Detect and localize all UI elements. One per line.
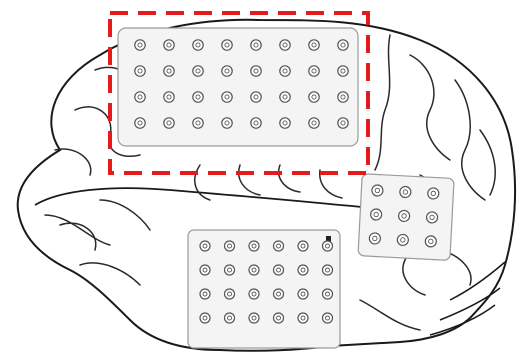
electrode-contact	[164, 66, 174, 76]
electrode-contact	[338, 118, 348, 128]
grid-panel	[118, 28, 358, 146]
electrode-contact	[298, 289, 308, 299]
electrode-contact	[323, 313, 333, 323]
electrode-contact	[135, 66, 145, 76]
electrode-contact	[309, 118, 319, 128]
electrode-contact	[251, 66, 261, 76]
electrode-contact	[372, 185, 384, 197]
electrode-contact	[323, 265, 333, 275]
electrode-contact	[249, 241, 259, 251]
electrode-contact	[193, 66, 203, 76]
electrode-contact	[280, 40, 290, 50]
electrode-contact	[222, 118, 232, 128]
electrode-contact	[370, 209, 382, 221]
electrode-contact	[222, 66, 232, 76]
electrode-contact	[400, 186, 412, 198]
electrode-contact	[251, 40, 261, 50]
electrode-contact	[338, 40, 348, 50]
electrode-contact	[280, 118, 290, 128]
electrode-contact	[200, 289, 210, 299]
electrode-contact	[225, 265, 235, 275]
electrode-contact	[225, 313, 235, 323]
grid-panel	[188, 230, 340, 348]
electrode-grid-frontal-parietal	[118, 28, 358, 146]
electrode-contact	[397, 234, 409, 246]
electrode-contact	[193, 92, 203, 102]
electrode-contact	[251, 118, 261, 128]
electrode-grid-temporal	[188, 230, 340, 348]
electrode-contact	[280, 92, 290, 102]
electrode-contact	[200, 241, 210, 251]
electrode-contact	[249, 265, 259, 275]
electrode-contact	[280, 66, 290, 76]
electrode-contact	[298, 265, 308, 275]
electrode-contact	[249, 313, 259, 323]
electrode-contact	[164, 92, 174, 102]
electrode-contact	[338, 66, 348, 76]
electrode-contact	[309, 66, 319, 76]
electrode-contact	[200, 265, 210, 275]
electrode-contact	[323, 289, 333, 299]
electrode-contact	[425, 236, 437, 248]
electrode-contact	[135, 40, 145, 50]
electrode-contact	[193, 40, 203, 50]
electrode-contact	[309, 92, 319, 102]
electrode-contact	[323, 241, 333, 251]
electrode-contact	[135, 92, 145, 102]
electrode-contact	[274, 265, 284, 275]
electrode-contact	[298, 241, 308, 251]
electrode-contact	[298, 313, 308, 323]
electrode-contact	[274, 289, 284, 299]
electrode-contact	[222, 92, 232, 102]
electrode-contact	[274, 313, 284, 323]
electrode-contact	[225, 241, 235, 251]
electrode-contact	[274, 241, 284, 251]
electrode-contact	[249, 289, 259, 299]
electrode-grid-posterior	[358, 174, 454, 261]
electrode-contact	[164, 40, 174, 50]
electrode-contact	[164, 118, 174, 128]
electrode-contact	[200, 313, 210, 323]
electrode-contact	[135, 118, 145, 128]
electrode-contact	[251, 92, 261, 102]
electrode-contact	[338, 92, 348, 102]
electrode-contact	[309, 40, 319, 50]
electrode-contact	[225, 289, 235, 299]
electrode-contact	[222, 40, 232, 50]
electrode-contact	[398, 210, 410, 222]
electrode-contact	[426, 212, 438, 224]
electrode-contact	[193, 118, 203, 128]
electrode-contact	[428, 188, 440, 200]
electrode-contact	[369, 233, 381, 245]
